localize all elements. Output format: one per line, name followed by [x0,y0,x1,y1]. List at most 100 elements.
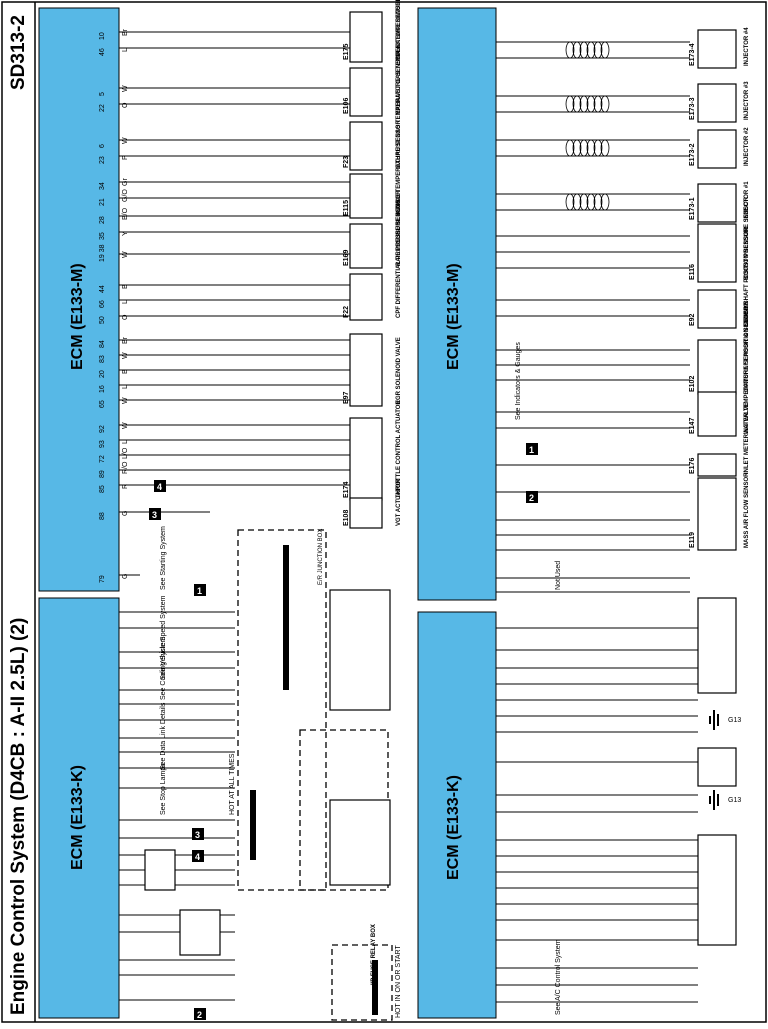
wire-color-code: Br [122,28,129,36]
accel-pedal-sensor-box [697,834,737,946]
engine-junction-box [237,529,327,891]
wire-color-code: L [122,440,129,444]
marker-number: 1 [197,586,202,596]
diagram-title: Engine Control System (D4CB : A-II 2.5L)… [8,618,29,1015]
component-box [349,273,383,321]
ecm-pin-label: 22 [99,104,106,112]
component-box [697,453,737,477]
wire-color-code: G/O [122,189,129,202]
component-name: INTAKE TEMPERATURE SENSOR [396,120,402,216]
right-wire-group [496,41,690,593]
wire-color-code: O [122,314,129,320]
component-name: EXHAUST GAS TEMPERATURE SENSOR #1 [396,0,402,114]
ecm-k-label: ECM (E133-K) [69,765,86,870]
wire-color-code: B [122,369,129,374]
marker-number: 4 [157,482,162,492]
twisted-pair-coil [579,193,589,211]
marker-number: 4 [195,852,200,862]
xref-data-link: See Data Link Details [160,702,167,770]
marker-number: 3 [195,830,200,840]
wire-color-code: B/O [122,207,129,220]
component-box [349,223,383,269]
component-name: INJECTOR #1 [744,181,750,220]
wire-color-code: W [122,85,129,92]
wire-color-code: R [122,484,129,489]
component-name: VGT ACTUATOR [396,478,402,526]
marker-number: 2 [197,1010,202,1020]
wire-color-code: B [122,284,129,289]
component-id: E176 [689,458,696,474]
component-name: MASS AIR FLOW SENSOR [744,472,750,548]
xref-ac-control: See A/C Control System [555,939,562,1015]
ecm-k-right-bar [417,611,497,1019]
wire-color-code: Y [122,231,129,236]
ecm-pin-label: 50 [99,316,106,324]
component-name: CPF DIFFERENTIAL PRESSURE SENSOR [396,199,402,318]
ecm-pin-label: 6 [99,144,106,148]
twisted-pair-coil [572,95,582,113]
ground-symbol-2 [709,790,719,810]
marker-square [192,828,204,840]
twisted-pair-coil [579,95,589,113]
fuse-bar-3 [250,790,256,860]
ground-label-2: G13 [728,797,741,804]
component-box [697,391,737,437]
ecm-pin-label: 79 [99,575,106,583]
xref-stop-lamps: See Stop Lamps [160,763,167,815]
marker-square [526,443,538,455]
wire-color-code: P [122,155,129,160]
ecm-pin-label: 66 [99,300,106,308]
ecm-k-right-label: ECM (E133-K) [445,775,462,880]
ecm-pin-label: 44 [99,285,106,293]
component-box [349,333,383,407]
marker-square [192,850,204,862]
component-id: E106 [343,98,350,114]
component-name: INJECTOR #4 [744,27,750,66]
twisted-pair-coil [600,193,610,211]
twisted-pair-coil [586,95,596,113]
component-id: E169 [343,250,350,266]
ecm-pin-label: 84 [99,340,106,348]
xref-cooling: See Cooling System [160,636,167,700]
ecm-pin-label: 10 [99,32,106,40]
wire-color-code: Gr [122,178,129,186]
component-name: THROTTLE CONTROL ACTUATOR [396,400,402,498]
wire-color-code: W [122,251,129,258]
component-name: CRANKSHAFT POSITION SENSOR [744,226,750,326]
twisted-pair-coil [572,193,582,211]
sheet-code: SD313-2 [8,15,29,90]
component-id: E115 [343,200,350,216]
engine-junction-box-label: E/R JUNCTION BOX [318,529,324,585]
wire-color-code: L [122,48,129,52]
xref-indicators: See Indicators & Gauges [515,342,522,420]
component-id: E175 [343,44,350,60]
ecm-pin-label: 23 [99,156,106,164]
xref-not-used: Not Used [555,561,562,590]
twisted-pair-coil [600,95,610,113]
component-id: E92 [689,313,696,326]
twisted-pair-coil [593,41,603,59]
marker-square [194,584,206,596]
ecm-pin-label: 20 [99,370,106,378]
wire-color-code: Br [122,336,129,344]
component-name: WATER TEMPERATURE SENSOR & SENDER [744,306,750,434]
component-id: E108 [343,510,350,526]
component-name: FUEL TEMPERATURE SENSOR [396,0,402,60]
hot-on-start-label: HOT IN ON OR START [395,945,402,1018]
wire-color-code: W [122,422,129,429]
ac-pressure-transducer-box [179,909,221,956]
twisted-pair-coil [593,193,603,211]
twisted-pair-coil [586,139,596,157]
component-name: EXHAUST GAS TEMPERATURE SENSOR #2 [396,42,402,168]
twisted-pair-coil [586,41,596,59]
ip-fuse-box [331,944,393,1021]
wire-color-code: W [122,397,129,404]
marker-square [194,1008,206,1020]
twisted-pair-coil [586,193,596,211]
ecm-pin-label: 46 [99,48,106,56]
component-box [349,173,383,219]
